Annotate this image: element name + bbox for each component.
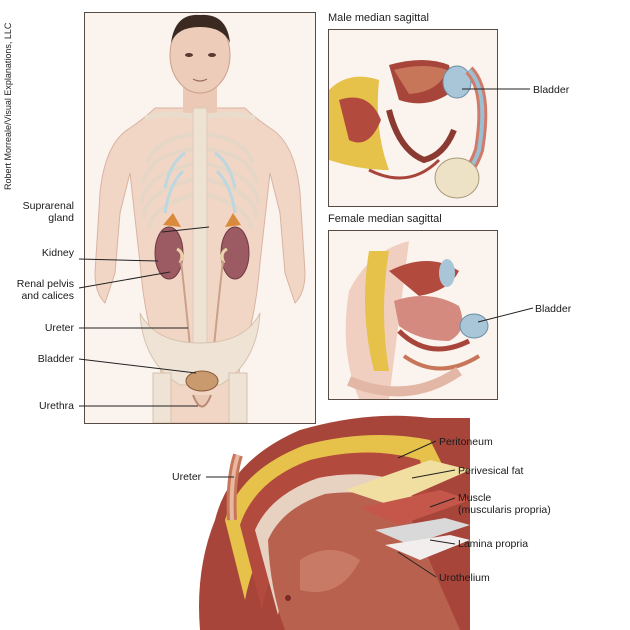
label-kidney: Kidney	[41, 247, 74, 259]
label-peritoneum: Peritoneum	[439, 436, 493, 448]
label-ureter: Ureter	[44, 322, 74, 334]
body-figure-panel	[84, 12, 316, 424]
male-bladder-label: Bladder	[533, 84, 570, 96]
label-wall-ureter: Ureter	[172, 471, 202, 483]
label-muscle: Muscle (muscularis propria)	[458, 492, 551, 516]
label-bladder: Bladder	[37, 353, 74, 365]
male-panel-title: Male median sagittal	[328, 12, 429, 24]
female-sagittal-illustration	[329, 231, 497, 399]
label-renal-pelvis: Renal pelvis and calices	[16, 278, 74, 302]
body-illustration	[94, 14, 306, 423]
label-perivesical-fat: Perivesical fat	[458, 465, 524, 477]
female-panel-title: Female median sagittal	[328, 213, 442, 225]
label-urothelium: Urothelium	[439, 572, 490, 584]
label-urethra: Urethra	[38, 400, 74, 412]
female-bladder-label: Bladder	[535, 303, 572, 315]
male-sagittal-panel	[328, 29, 498, 207]
label-suprarenal-gland: Suprarenal gland	[22, 200, 74, 224]
label-lamina-propria: Lamina propria	[458, 538, 529, 550]
male-sagittal-illustration	[329, 30, 497, 206]
female-sagittal-panel	[328, 230, 498, 400]
